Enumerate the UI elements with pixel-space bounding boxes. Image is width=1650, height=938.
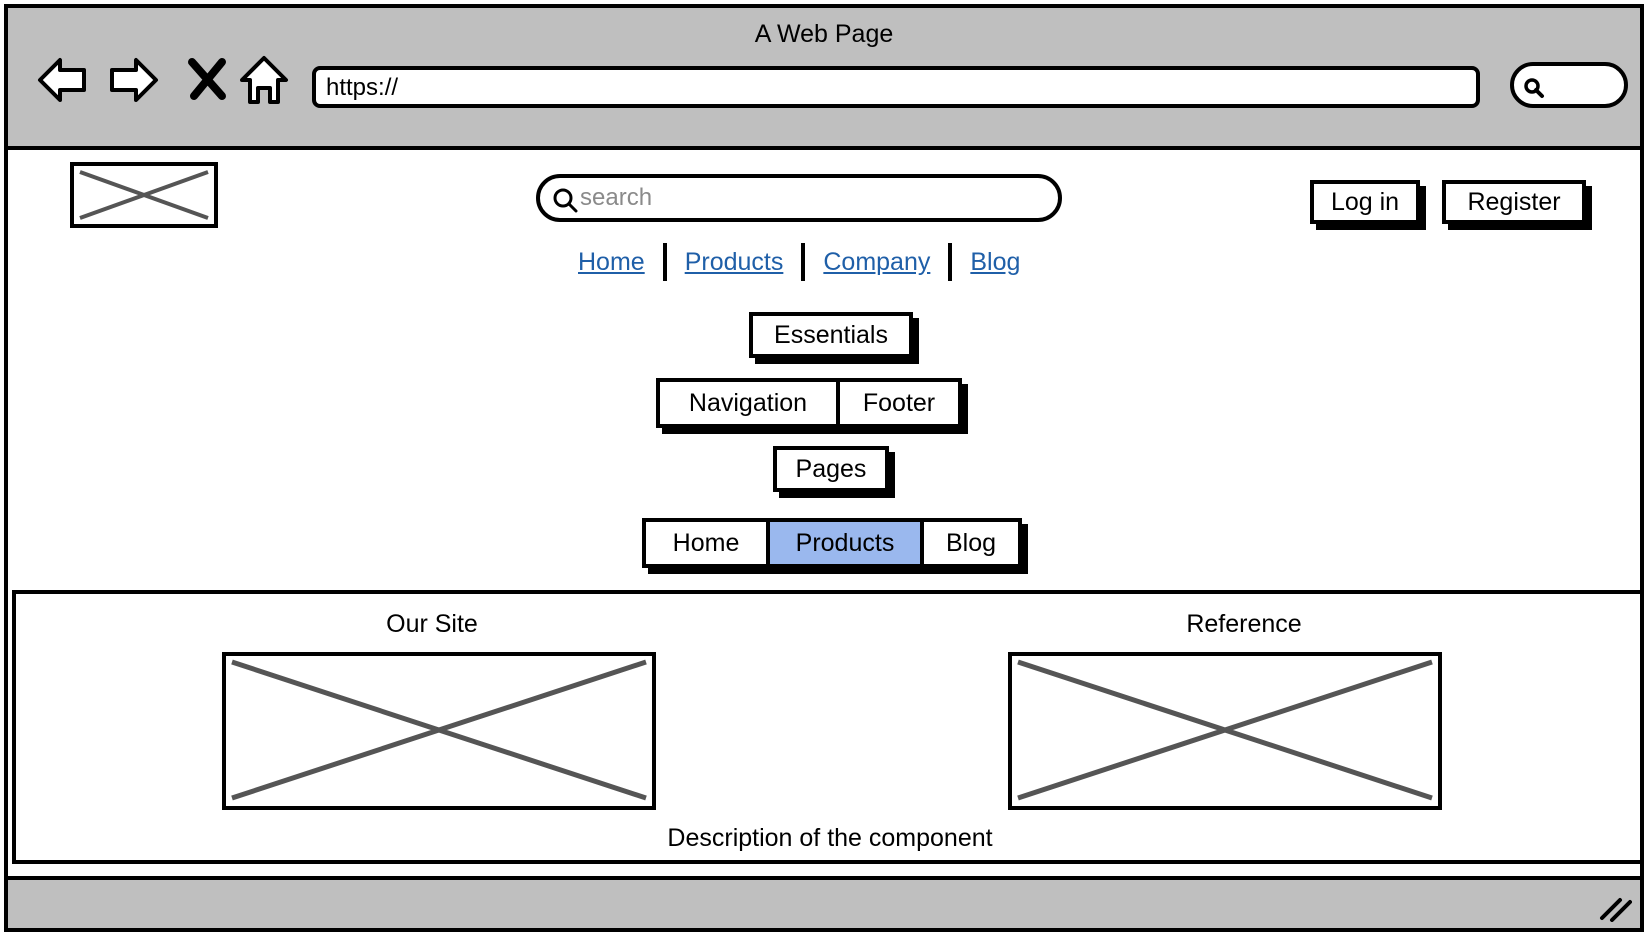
tab-home[interactable]: Home [672,528,740,557]
nav-divider [948,243,953,281]
logo-placeholder [70,162,218,228]
pages-button-group: Home Products Blog [642,518,1022,568]
nav-link-company[interactable]: Company [823,247,931,276]
url-text: https:// [326,74,399,101]
browser-search-field[interactable] [1510,62,1628,108]
nav-links: Home Products Company Blog [560,242,1038,282]
close-icon[interactable] [180,52,236,108]
reference-image-placeholder [1008,652,1442,810]
our-site-image-placeholder [222,652,656,810]
search-icon [1524,78,1544,98]
site-search-box[interactable] [536,174,1062,222]
url-bar[interactable]: https:// [312,66,1480,108]
reference-heading: Reference [1186,610,1302,638]
nav-link-home[interactable]: Home [578,247,645,276]
footer-button[interactable]: Footer [836,382,958,424]
arrow-left-icon[interactable] [34,52,90,108]
tab-products[interactable]: Products [766,522,920,564]
component-button-group: Navigation Footer [656,378,962,428]
nav-link-blog[interactable]: Blog [970,247,1021,276]
nav-link-products[interactable]: Products [684,247,784,276]
our-site-heading: Our Site [386,610,478,638]
arrow-right-icon[interactable] [106,52,162,108]
search-input[interactable] [580,184,1020,212]
component-panel: Our Site Reference Description of the co… [12,590,1640,864]
login-button[interactable]: Log in [1310,180,1420,224]
navigation-button[interactable]: Navigation [688,388,808,417]
essentials-button[interactable]: Essentials [749,312,913,358]
pages-button[interactable]: Pages [773,446,889,492]
search-icon [553,188,578,213]
nav-divider [662,243,667,281]
component-description: Description of the component [667,824,993,852]
resize-grip-icon[interactable] [1598,892,1632,922]
home-icon[interactable] [236,52,292,108]
browser-toolbar: A Web Page https:// [8,8,1640,150]
nav-divider [801,243,806,281]
browser-window: A Web Page https:// [4,4,1644,932]
status-bar [8,876,1640,928]
tab-blog[interactable]: Blog [920,522,1018,564]
register-button[interactable]: Register [1442,180,1586,224]
window-title: A Web Page [754,20,894,48]
